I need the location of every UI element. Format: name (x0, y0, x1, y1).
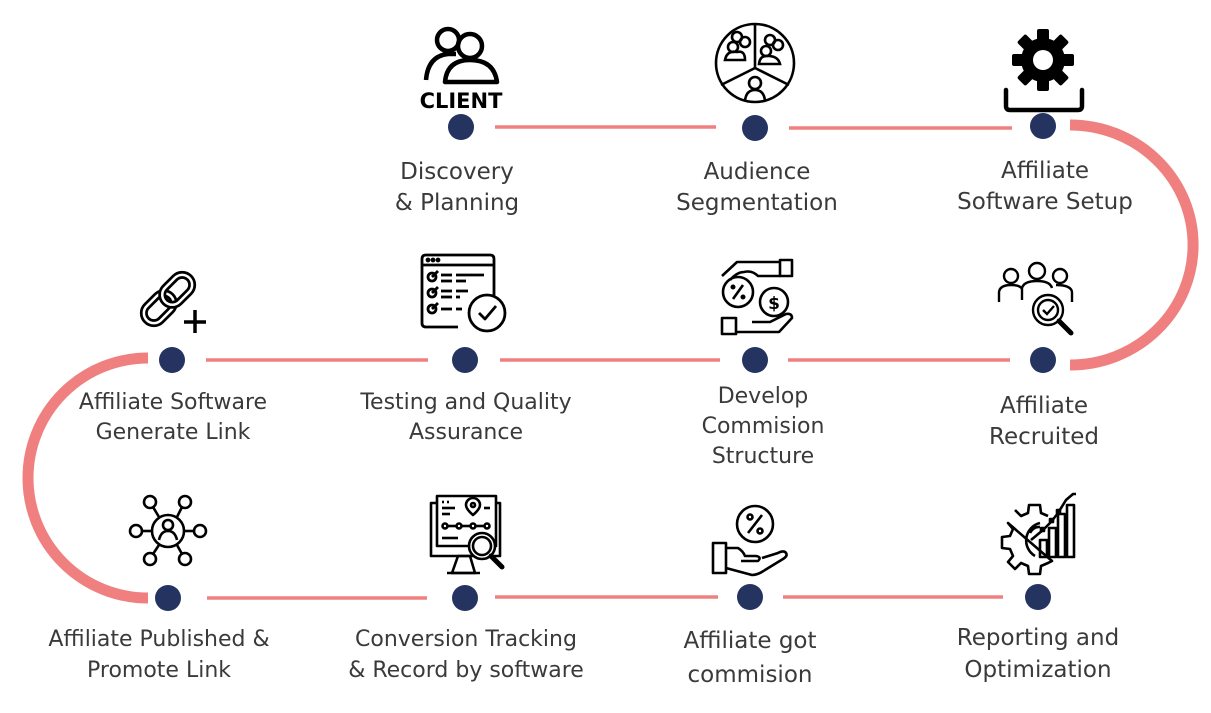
label-line: Promote Link (87, 658, 231, 683)
label-line: Optimization (964, 657, 1112, 683)
nodes (155, 113, 1056, 611)
step-label-affiliate-got-commision: Affiliate got commision (683, 624, 816, 692)
client-icon: CLIENT (420, 26, 504, 113)
connector-arc-right (1069, 119, 1199, 371)
team-search-icon (997, 261, 1074, 336)
step-node-9 (452, 585, 478, 611)
label-line: & Planning (394, 190, 520, 216)
step-node-8 (155, 585, 181, 611)
label-line: Commision (701, 414, 825, 439)
hand-percent-icon (711, 504, 788, 577)
step-node-3 (1030, 113, 1056, 139)
commission-exchange-icon: $ (720, 258, 794, 336)
gear-install-icon (1003, 29, 1085, 113)
label-line: Assurance (408, 420, 524, 445)
label-line: Testing and Quality (360, 390, 572, 415)
gear-chart-icon (1000, 492, 1076, 576)
label-line: Reporting and (956, 625, 1120, 651)
step-node-2 (742, 115, 768, 141)
step-label-affiliate-recruited: Affiliate Recruited (989, 391, 1099, 453)
step-label-audience-segmentation: Audience Segmentation (676, 157, 838, 219)
link-add-icon (139, 270, 206, 333)
step-node-4 (1030, 347, 1056, 373)
label-line: & Record by software (348, 658, 584, 683)
network-user-icon (128, 494, 208, 567)
label-line: Structure (711, 444, 815, 469)
step-label-discovery-planning: Discovery & Planning (395, 157, 519, 219)
label-line: Affiliate got (683, 628, 817, 654)
audience-segments-icon (714, 22, 796, 104)
label-line: commision (687, 662, 813, 688)
step-node-10 (737, 584, 763, 610)
label-line: Affiliate Published & (48, 627, 270, 652)
label-line: Discovery (400, 159, 514, 185)
label-line: Conversion Tracking (355, 627, 577, 652)
label-line: Software Setup (957, 189, 1133, 215)
label-line: Affiliate Software (78, 390, 268, 415)
step-label-conversion-tracking: Conversion Tracking & Record by software (348, 624, 584, 686)
svg-text:$: $ (768, 294, 780, 314)
monitor-tracking-icon (429, 494, 505, 575)
label-line: Develop (717, 384, 809, 409)
connector-arc-left (22, 352, 149, 604)
checklist-icon (420, 253, 507, 333)
label-line: Affiliate (1000, 158, 1089, 184)
step-node-11 (1025, 584, 1051, 610)
label-line: Audience (703, 159, 811, 185)
label-line: Recruited (989, 424, 1099, 450)
step-label-affiliate-software-generate-link: Affiliate Software Generate Link (79, 388, 267, 448)
svg-text:CLIENT: CLIENT (420, 89, 504, 113)
step-label-affiliate-software-setup: Affiliate Software Setup (957, 156, 1133, 218)
label-line: Affiliate (999, 393, 1088, 419)
step-node-5 (742, 347, 768, 373)
label-line: Generate Link (95, 420, 251, 445)
step-label-testing-quality-assurance: Testing and Quality Assurance (360, 388, 571, 448)
connectors (22, 119, 1199, 604)
step-node-7 (159, 347, 185, 373)
label-line: Segmentation (676, 190, 838, 216)
step-node-6 (452, 347, 478, 373)
step-label-reporting-optimization: Reporting and Optimization (957, 622, 1119, 686)
step-label-develop-commision-structure: Develop Commision Structure (702, 382, 825, 472)
step-node-1 (448, 114, 474, 140)
step-label-affiliate-published-promote-link: Affiliate Published & Promote Link (48, 624, 269, 686)
